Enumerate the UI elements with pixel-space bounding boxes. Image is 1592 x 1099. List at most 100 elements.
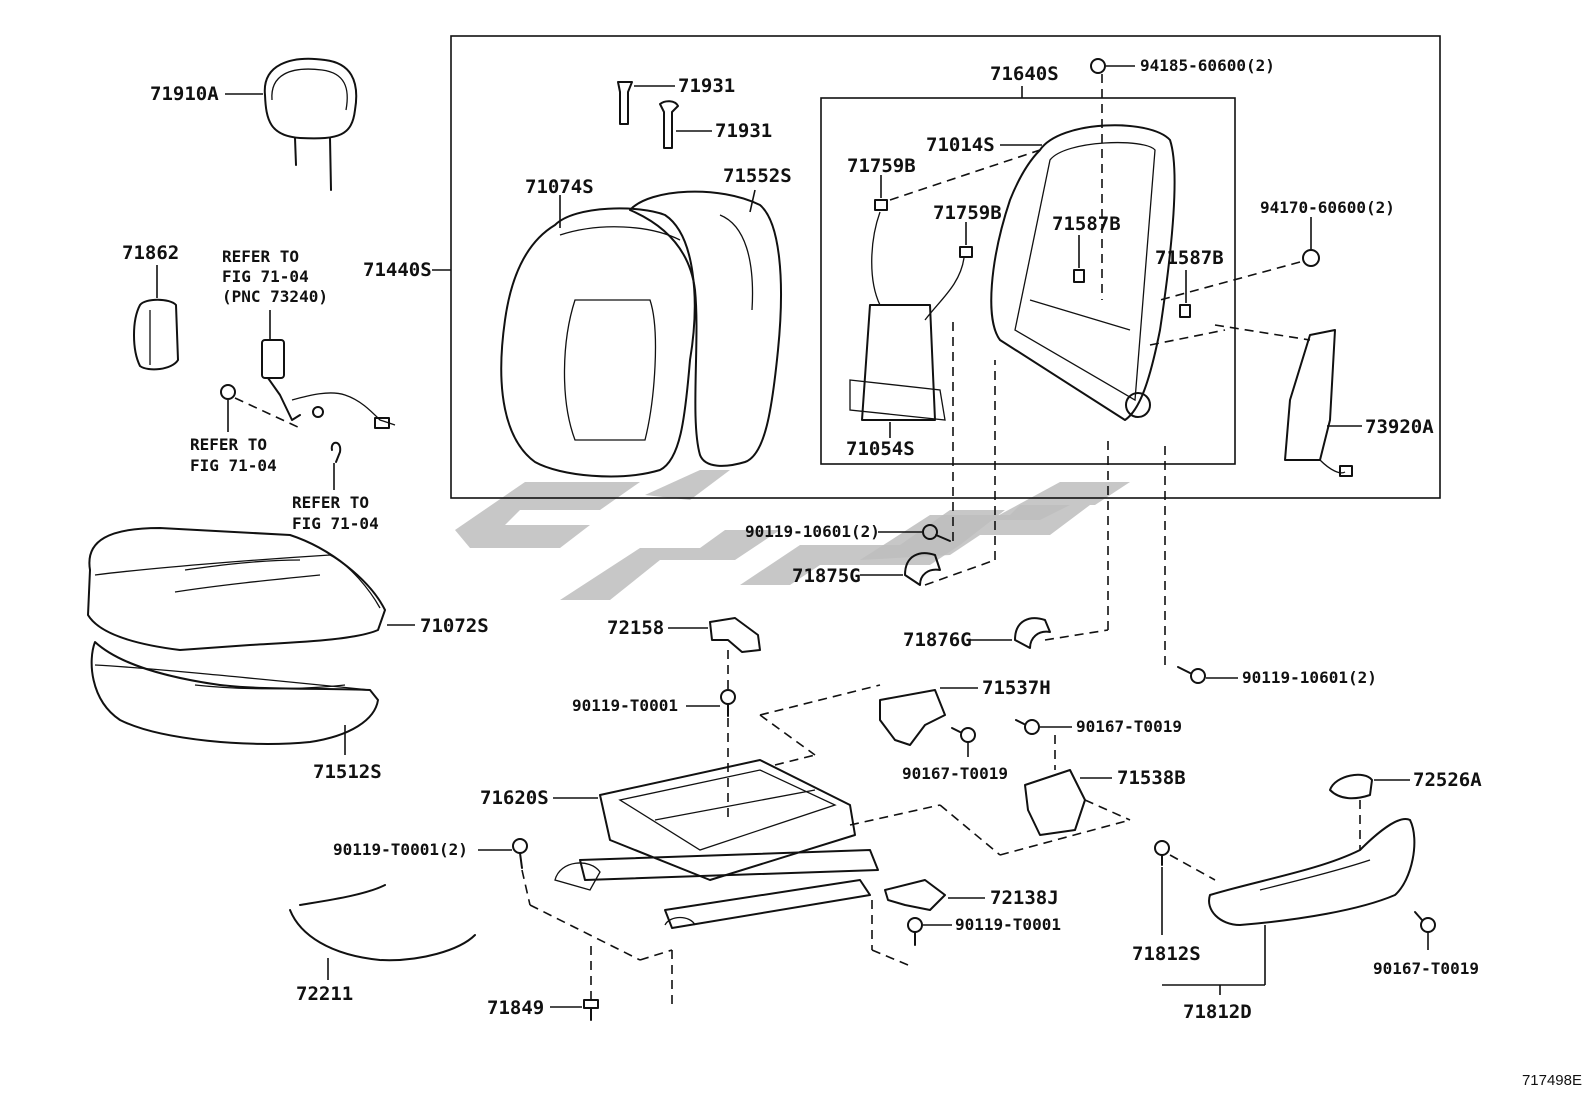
label-71862: 71862 xyxy=(122,242,179,264)
label-90119-T0001-c: 90119-T0001 xyxy=(955,915,1061,934)
leader xyxy=(749,189,756,213)
headrest xyxy=(263,57,358,191)
dashed-guide xyxy=(1159,261,1301,301)
label-71552S: 71552S xyxy=(723,165,792,187)
label-73920A: 73920A xyxy=(1365,416,1434,438)
note-belt-line1: REFER TO xyxy=(222,247,299,266)
wire-72211 xyxy=(289,884,476,962)
watermark-logo xyxy=(455,470,1130,600)
seatback-frame-box xyxy=(820,97,1236,465)
dashed-guide xyxy=(1084,799,1131,821)
label-71620S: 71620S xyxy=(480,787,549,809)
side-shield-71812D xyxy=(1208,818,1416,926)
seat-cushion-cover-71072S xyxy=(87,527,386,651)
note-clip-line2: FIG 71-04 xyxy=(292,514,379,533)
label-71875G: 71875G xyxy=(792,565,861,587)
recliner-cover-71538B xyxy=(1024,769,1086,836)
dashed-guide xyxy=(1169,854,1216,881)
label-71072S: 71072S xyxy=(420,615,489,637)
clip-71587B-b xyxy=(1179,304,1191,318)
seatback-pad-71552S xyxy=(629,190,782,467)
side-panel-73920A xyxy=(1284,329,1353,477)
label-71537H: 71537H xyxy=(982,677,1051,699)
bolt-90119-10601-a xyxy=(922,524,951,542)
seatback-frame-71014S xyxy=(990,124,1176,421)
label-71054S: 71054S xyxy=(846,438,915,460)
dashed-guide xyxy=(1149,329,1226,346)
seat-cushion-pad-71512S xyxy=(90,641,379,745)
note-bolt-line2: FIG 71-04 xyxy=(190,456,277,475)
label-71931-b: 71931 xyxy=(715,120,772,142)
label-71587B-a: 71587B xyxy=(1052,213,1121,235)
label-71440S: 71440S xyxy=(363,259,432,281)
label-72138J: 72138J xyxy=(990,887,1059,909)
label-90167-T0019-b: 90167-T0019 xyxy=(1076,717,1182,736)
document-id: 717498E xyxy=(1521,1072,1582,1089)
label-71812S: 71812S xyxy=(1132,943,1201,965)
dashed-guide xyxy=(529,904,641,961)
note-belt-line3: (PNC 73240) xyxy=(222,287,328,306)
bolt-71849 xyxy=(583,999,599,1021)
note-clip-line1: REFER TO xyxy=(292,493,369,512)
dashed-guide xyxy=(889,149,1041,201)
label-71074S: 71074S xyxy=(525,176,594,198)
label-94185: 94185-60600(2) xyxy=(1140,56,1275,75)
label-71640S: 71640S xyxy=(990,63,1059,85)
nut-icon xyxy=(1090,58,1106,74)
seat-adjuster-71620S xyxy=(554,759,879,929)
dashed-guide xyxy=(1214,324,1311,341)
knob-72526A xyxy=(1329,773,1373,800)
label-90119-10601-a: 90119-10601(2) xyxy=(745,522,880,541)
bracket-71876G xyxy=(1014,617,1051,649)
seatback-assembly-box xyxy=(450,35,1441,499)
label-71849: 71849 xyxy=(487,997,544,1019)
bolt-90119-T0001-b xyxy=(512,838,528,869)
clip-71931-a xyxy=(617,81,633,125)
label-90119-10601-b: 90119-10601(2) xyxy=(1242,668,1377,687)
nut-icon xyxy=(1302,249,1320,267)
screw-90167-T0019-b xyxy=(1015,719,1040,735)
bolt-90119-T0001-a xyxy=(720,689,736,717)
clip-71812S xyxy=(1154,840,1170,866)
label-72526A: 72526A xyxy=(1413,769,1482,791)
note-bolt-line1: REFER TO xyxy=(190,435,267,454)
dashed-guide xyxy=(639,949,673,961)
label-71014S: 71014S xyxy=(926,134,995,156)
dashed-guide xyxy=(871,949,909,966)
label-71587B-b: 71587B xyxy=(1155,247,1224,269)
dashed-guide xyxy=(999,819,1131,856)
dashed-guide xyxy=(924,559,996,586)
label-71538B: 71538B xyxy=(1117,767,1186,789)
bolt-90119-T0001-c xyxy=(907,917,923,946)
bracket-72138J xyxy=(884,879,946,911)
clip-71931-b xyxy=(659,100,679,149)
bracket-71875G xyxy=(904,552,941,586)
dashed-guide xyxy=(759,684,881,716)
clip-71587B-a xyxy=(1073,269,1085,283)
clip-71759B-a xyxy=(874,199,888,211)
dashed-guide xyxy=(1044,629,1109,641)
bolt-90119-10601-b xyxy=(1177,666,1206,684)
label-71759B-a: 71759B xyxy=(847,155,916,177)
clip-71759B-b xyxy=(959,246,973,258)
note-belt-line2: FIG 71-04 xyxy=(222,267,309,286)
label-71512S: 71512S xyxy=(313,761,382,783)
dashed-guide xyxy=(939,804,1001,856)
headrest-support-71862 xyxy=(133,298,179,371)
label-90167-T0019-a: 90167-T0019 xyxy=(902,764,1008,783)
label-71759B-b: 71759B xyxy=(933,202,1002,224)
dashed-guide xyxy=(521,869,531,906)
label-71931-a: 71931 xyxy=(678,75,735,97)
screw-90167-T0019-a xyxy=(951,727,976,743)
dashed-guide xyxy=(774,754,816,766)
label-90119-T0001-b: 90119-T0001(2) xyxy=(333,840,468,859)
label-71812D: 71812D xyxy=(1183,1001,1252,1023)
label-72158: 72158 xyxy=(607,617,664,639)
label-71910A: 71910A xyxy=(150,83,219,105)
label-72211: 72211 xyxy=(296,983,353,1005)
bracket-72158 xyxy=(709,617,761,653)
lumbar-support-71054S xyxy=(849,211,965,421)
recliner-cover-71537H xyxy=(879,689,946,746)
dashed-guide xyxy=(849,804,941,826)
